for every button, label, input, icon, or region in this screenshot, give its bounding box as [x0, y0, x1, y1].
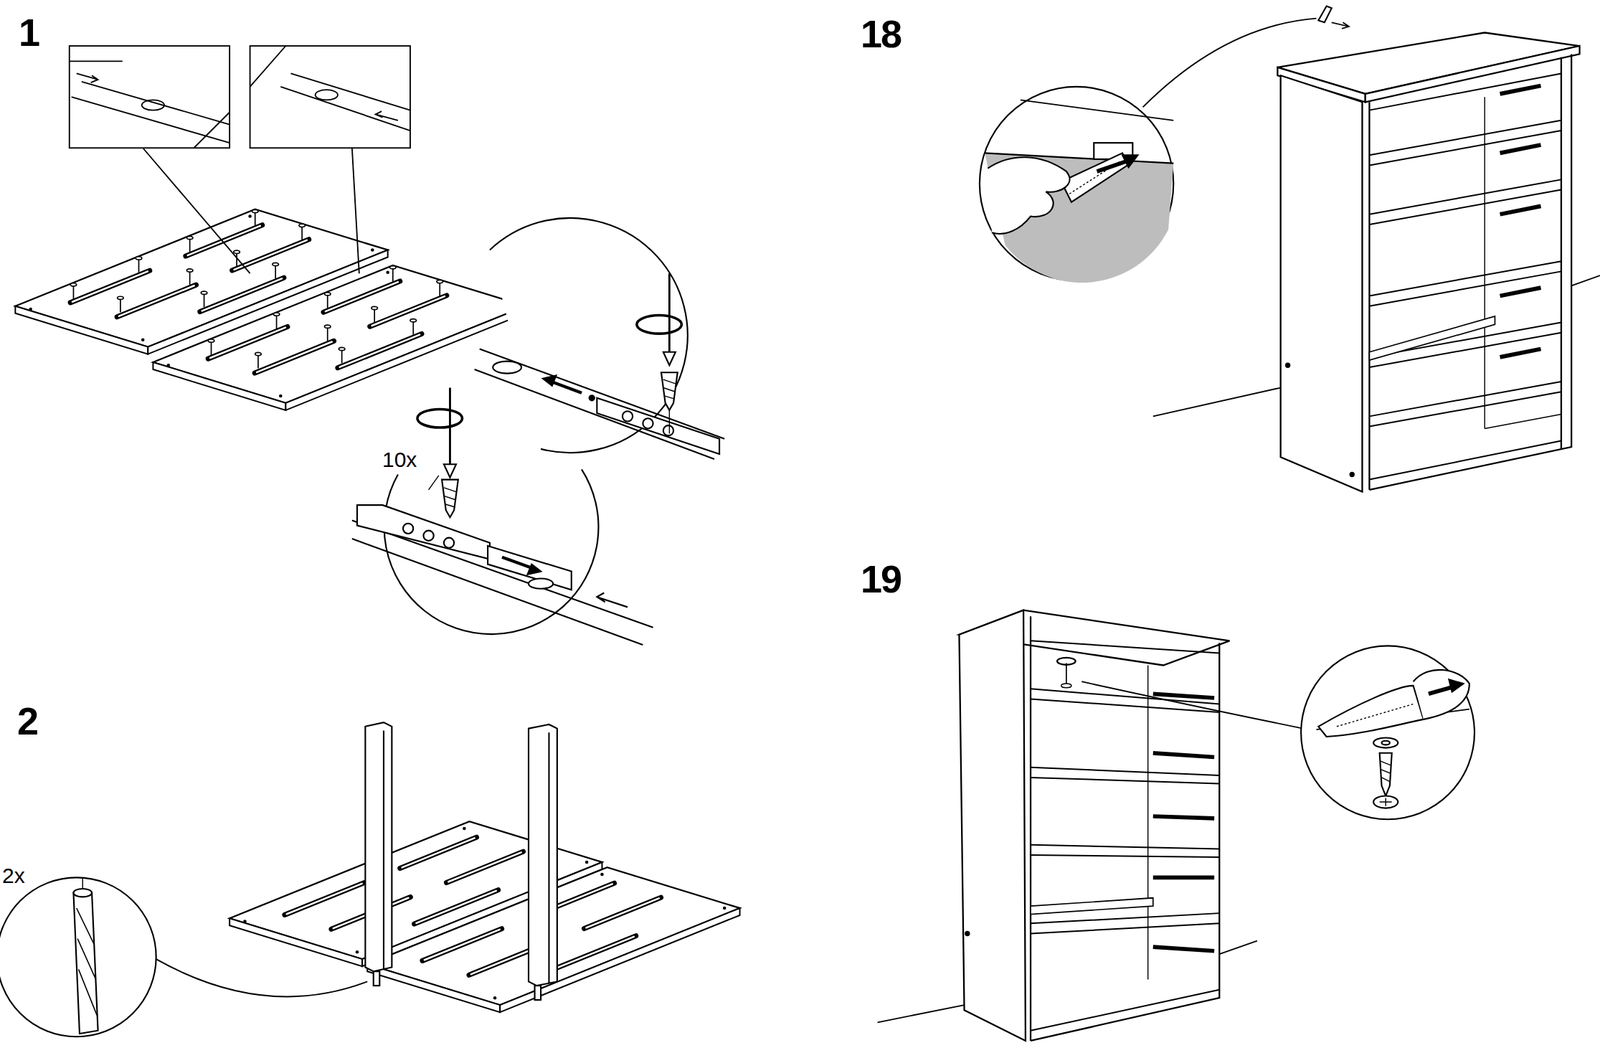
detail-circle-2	[352, 387, 654, 645]
step-2-assembly	[0, 722, 741, 1037]
step-19-dresser	[877, 610, 1258, 1041]
detail-circle-1	[474, 218, 726, 459]
step-18-dresser	[1153, 32, 1600, 492]
quantity-label: 2x	[2, 864, 26, 887]
quantity-label: 10x	[382, 448, 417, 471]
step-number: 18	[860, 14, 901, 54]
step-number: 2	[17, 701, 38, 741]
detail-insets	[69, 45, 411, 274]
step-1-panels	[15, 209, 525, 411]
step-number: 19	[860, 559, 901, 599]
detail-circle-18	[979, 6, 1349, 284]
detail-circle-19	[1081, 645, 1475, 820]
step-number: 1	[18, 12, 39, 52]
